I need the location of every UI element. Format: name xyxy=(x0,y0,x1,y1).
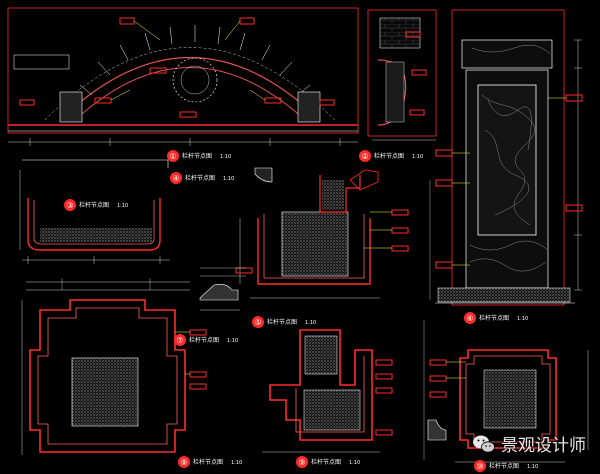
detail-ref-scale: 1:10 xyxy=(117,203,128,209)
detail-ref-title: 栏杆节点图 xyxy=(182,152,212,160)
detail-ref-scale: 1:10 xyxy=(220,154,231,160)
small-profiles xyxy=(199,167,447,441)
detail-ref-8: ⑧ 栏杆节点图 1:10 xyxy=(178,456,242,468)
detail-ref-title: 栏杆节点图 xyxy=(185,174,215,182)
detail-ref-6: ⑥ 栏杆节点图 1:10 xyxy=(464,312,528,324)
detail-ref-4: ④ 栏杆节点图 1:10 xyxy=(170,172,234,184)
detail-ref-3: ③ 栏杆节点图 1:10 xyxy=(64,199,128,211)
detail-ref-scale: 1:10 xyxy=(412,154,423,160)
detail-ref-scale: 1:10 xyxy=(527,464,538,470)
wechat-icon xyxy=(473,435,495,453)
detail-ref-number: ④ xyxy=(172,174,179,183)
detail-ref-title: 栏杆节点图 xyxy=(189,336,219,344)
column-profile xyxy=(367,9,437,141)
detail-ref-scale: 1:10 xyxy=(349,460,360,466)
detail-plan-center xyxy=(262,329,393,453)
detail-plan-left xyxy=(21,281,207,455)
detail-cap-section xyxy=(19,159,170,264)
detail-ref-10: ⑩ 栏杆节点图 1:10 xyxy=(474,460,538,472)
detail-ref-5: ⑤ 栏杆节点图 1:10 xyxy=(252,316,316,328)
detail-ref-title: 栏杆节点图 xyxy=(479,314,509,322)
detail-ref-9: ⑨ 栏杆节点图 1:10 xyxy=(296,456,360,468)
detail-ref-2: ② 栏杆节点图 1:10 xyxy=(359,150,423,162)
detail-ref-scale: 1:10 xyxy=(227,338,238,344)
detail-ref-number: ⑥ xyxy=(466,314,473,323)
detail-ref-title: 栏杆节点图 xyxy=(79,201,109,209)
detail-ref-scale: 1:10 xyxy=(305,320,316,326)
detail-ref-number: ⑨ xyxy=(298,458,305,467)
detail-ref-title: 栏杆节点图 xyxy=(489,462,519,470)
watermark: 景观设计师 xyxy=(472,431,586,456)
detail-ref-number: ② xyxy=(361,152,368,161)
watermark-text: 景观设计师 xyxy=(501,436,586,456)
detail-ref-title: 栏杆节点图 xyxy=(374,152,404,160)
detail-ref-7: ⑦ 栏杆节点图 1:10 xyxy=(174,334,238,346)
detail-ref-number: ⑩ xyxy=(476,462,483,471)
detail-ref-title: 栏杆节点图 xyxy=(311,458,341,466)
arch-voussoirs xyxy=(79,25,311,96)
detail-ref-number: ⑤ xyxy=(254,318,261,327)
detail-ref-scale: 1:10 xyxy=(223,176,234,182)
arch-elevation xyxy=(7,7,359,146)
dimension-lines xyxy=(61,180,431,460)
pillar-elevation xyxy=(435,9,583,306)
detail-ref-scale: 1:10 xyxy=(517,316,528,322)
detail-ref-number: ⑧ xyxy=(180,458,187,467)
detail-ref-1: ① 栏杆节点图 1:10 xyxy=(167,150,231,162)
detail-base-center xyxy=(235,175,409,299)
detail-ref-number: ③ xyxy=(66,201,73,210)
detail-ref-number: ⑦ xyxy=(176,336,183,345)
detail-ref-scale: 1:10 xyxy=(231,460,242,466)
detail-ref-number: ① xyxy=(169,152,176,161)
detail-ref-title: 栏杆节点图 xyxy=(193,458,223,466)
detail-plan-right xyxy=(429,349,589,463)
detail-ref-title: 栏杆节点图 xyxy=(267,318,297,326)
